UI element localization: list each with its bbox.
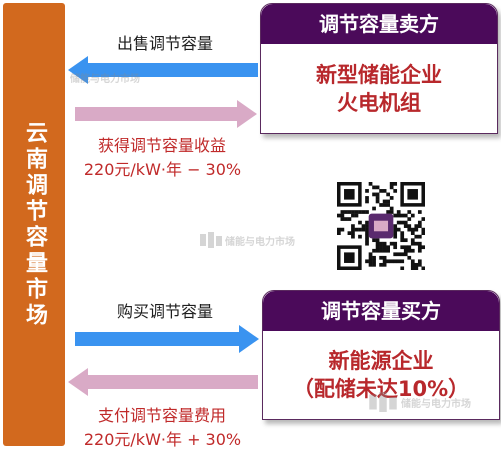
watermark: 储能与电力市场: [200, 232, 295, 248]
seller-line-2: 火电机组: [337, 90, 421, 115]
seller-title: 调节容量卖方: [261, 4, 497, 44]
buyer-line-1: 新能源企业: [328, 349, 434, 373]
watermark-top: 储能与电力市场: [70, 70, 140, 85]
sell-label: 出售调节容量: [116, 34, 213, 53]
watermark-text: 储能与电力市场: [225, 236, 295, 248]
brand-logo-icon: [200, 232, 222, 248]
qr-code-icon: [337, 182, 426, 271]
buyer-line-2: （配储未达10%）: [292, 377, 470, 401]
watermark-bottom: 储能与电力市场: [368, 392, 471, 412]
revenue-label: 获得调节容量收益: [97, 136, 226, 155]
buyer-title: 调节容量买方: [263, 291, 499, 331]
brand-logo-icon: [369, 392, 397, 412]
revenue-arrow: [75, 100, 257, 128]
seller-box: 调节容量卖方 新型储能企业 火电机组: [260, 3, 498, 134]
buy-label: 购买调节容量: [116, 302, 213, 321]
buy-arrow: [75, 325, 259, 353]
market-label: 云南调节容量市场: [22, 120, 47, 329]
watermark-text-top: 储能与电力市场: [70, 74, 140, 85]
cost-arrow: [68, 368, 258, 396]
buyer-box: 调节容量买方 新能源企业 （配储未达10%）: [262, 290, 500, 420]
sell-arrow: [68, 56, 258, 84]
seller-body: 新型储能企业 火电机组: [261, 44, 497, 133]
market-panel: 云南调节容量市场: [3, 3, 65, 446]
buyer-body: 新能源企业 （配储未达10%）: [263, 331, 499, 419]
cost-price: 220元/kW·年 + 30%: [83, 430, 242, 449]
revenue-price: 220元/kW·年 − 30%: [83, 160, 242, 179]
seller-line-1: 新型储能企业: [316, 62, 442, 87]
watermark-text-bottom: 储能与电力市场: [401, 398, 471, 410]
cost-label: 支付调节容量费用: [97, 406, 226, 425]
